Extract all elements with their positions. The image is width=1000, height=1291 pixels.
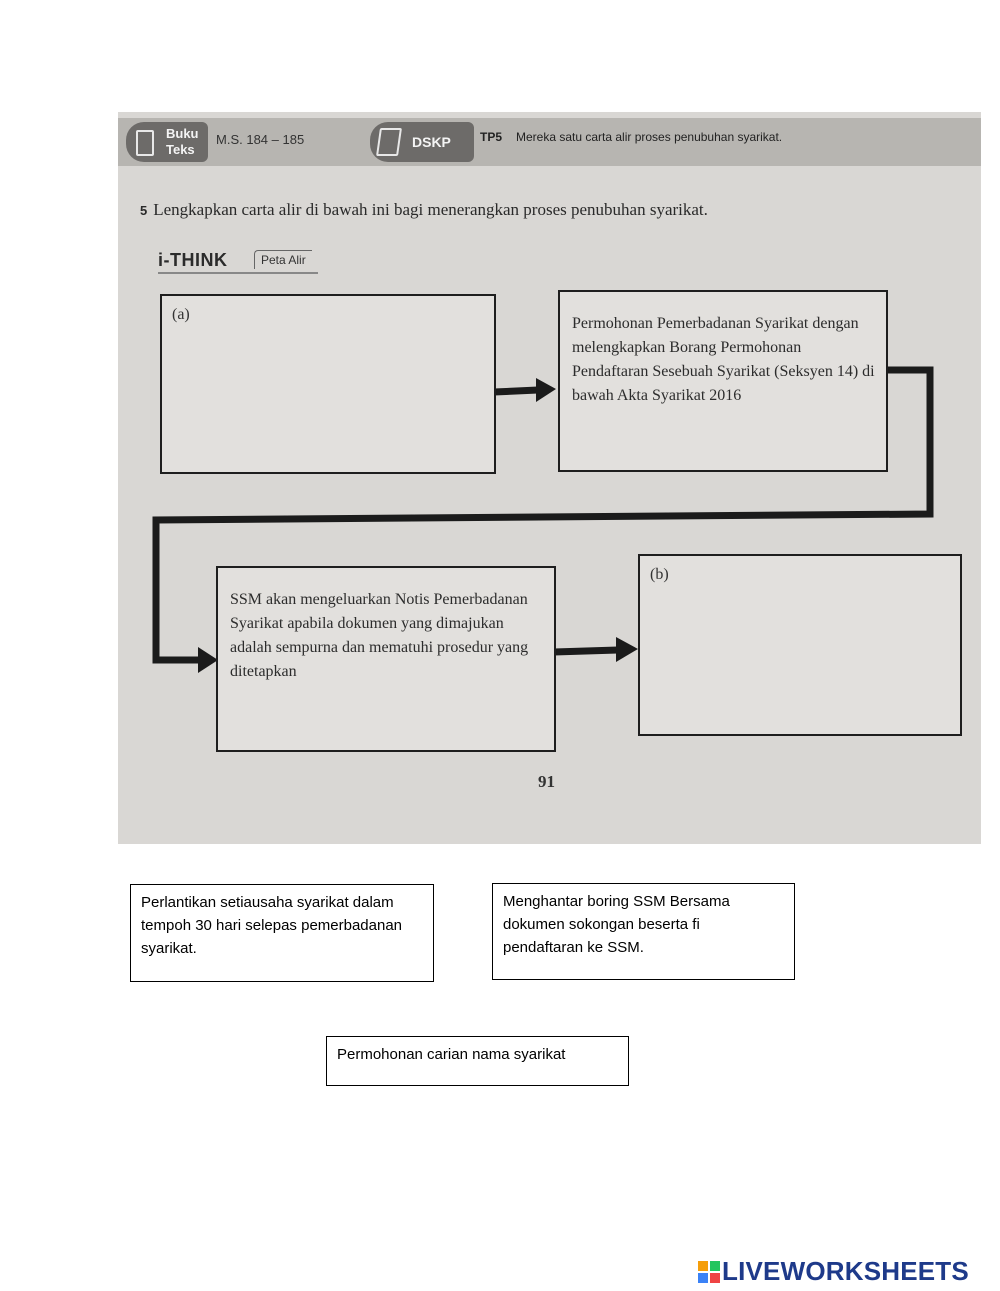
logo-block-2 [710, 1261, 720, 1271]
box-2-text: Permohonan Pemerbadanan Syarikat dengan … [572, 315, 875, 404]
ithink-underline [158, 272, 318, 274]
page-reference: M.S. 184 – 185 [216, 132, 305, 147]
arrow-2-to-3-shaft [152, 366, 934, 664]
tp-level: TP5 [480, 130, 503, 144]
box-3-text: SSM akan mengeluarkan Notis Pemerbadanan… [230, 591, 529, 680]
question-number: 5 [140, 203, 148, 218]
flow-connectors [152, 366, 934, 673]
flow-box-b[interactable]: (b) [638, 554, 962, 736]
dskp-badge: DSKP [370, 122, 474, 162]
logo-block-1 [698, 1261, 708, 1271]
flow-box-2: Permohonan Pemerbadanan Syarikat dengan … [558, 290, 888, 472]
dskp-label: DSKP [412, 134, 451, 150]
map-type-label: Peta Alir [254, 250, 312, 269]
logo-block-3 [698, 1273, 708, 1283]
tp-description: Mereka satu carta alir proses penubuhan … [516, 130, 783, 144]
arrow-3-to-b-shaft [553, 646, 619, 656]
textbook-photo: Buku Teks M.S. 184 – 185 DSKP TP5 Mereka… [118, 112, 981, 844]
question-text: Lengkapkan carta alir di bawah ini bagi … [153, 200, 708, 219]
answer-option-1[interactable]: Perlantikan setiausaha syarikat dalam te… [130, 884, 434, 982]
brand-name: LIVEWORKSHEETS [722, 1256, 969, 1286]
page-number: 91 [538, 772, 555, 791]
box-b-label: (b) [650, 566, 669, 583]
book-icon [136, 130, 154, 156]
box-a-label: (a) [172, 306, 190, 323]
question: 5 Lengkapkan carta alir di bawah ini bagi… [140, 200, 708, 220]
flow-box-a[interactable]: (a) [160, 294, 496, 474]
arrow-a-to-2-head [536, 378, 556, 402]
arrow-3-to-b-head [616, 637, 638, 662]
badge-line1: Buku [166, 126, 199, 141]
logo-blocks-icon [698, 1261, 720, 1283]
badge-line2: Teks [166, 142, 195, 157]
flow-box-3: SSM akan mengeluarkan Notis Pemerbadanan… [216, 566, 556, 752]
answer-option-2[interactable]: Menghantar boring SSM Bersama dokumen so… [492, 883, 795, 980]
header-bar: Buku Teks M.S. 184 – 185 DSKP TP5 Mereka… [118, 118, 981, 166]
arrow-2-to-3-head [198, 647, 218, 673]
arrow-a-to-2-shaft [493, 386, 539, 396]
answer-option-3[interactable]: Permohonan carian nama syarikat [326, 1036, 629, 1086]
logo-block-4 [710, 1273, 720, 1283]
buku-teks-badge: Buku Teks [126, 122, 208, 162]
ithink-logo: i-THINK [158, 250, 228, 270]
